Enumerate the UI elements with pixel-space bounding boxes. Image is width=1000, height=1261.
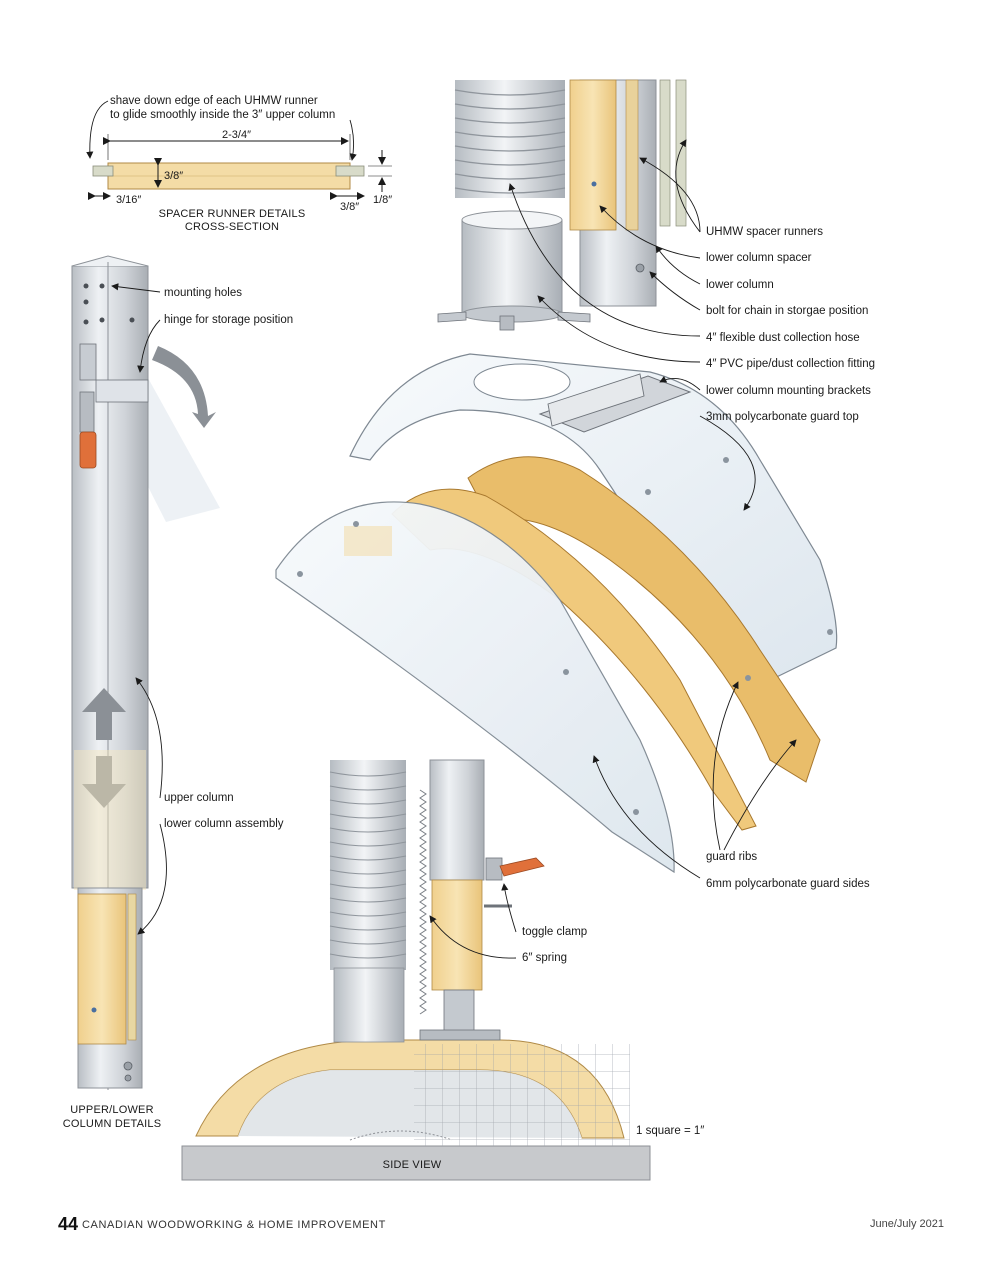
spacer-thickness-dimension: 1/8″ [373, 194, 392, 206]
side-hose [329, 760, 407, 1043]
label-upper-column: upper column [164, 792, 234, 804]
spacer-caption-line1: SPACER RUNNER DETAILS [159, 208, 306, 220]
issue-date: June/July 2021 [870, 1218, 944, 1230]
label-spring: 6″ spring [522, 952, 567, 964]
spacer-note-line1: shave down edge of each UHMW runner [110, 95, 318, 107]
scale-grid [414, 1044, 630, 1146]
spacer-lip-dimension: 3/8″ [340, 201, 359, 213]
uhmw-runner-right [335, 165, 365, 177]
spacer-height-dimension: 3/8″ [164, 170, 183, 182]
label-guard-sides: 6mm polycarbonate guard sides [706, 878, 870, 890]
spacer-edge-dimension: 3/16″ [116, 194, 141, 206]
spacer-width-dimension: 2-3/4″ [222, 129, 251, 141]
rotate-arrow-icon [152, 346, 216, 428]
spacer-runner-detail: shave down edge of each UHMW runner to g… [86, 95, 392, 233]
slide-down-arrow-icon [82, 756, 126, 808]
blade-guard: UHMW spacer runners lower column spacer … [275, 139, 875, 890]
slide-up-arrow-icon [82, 688, 126, 740]
table-surface [181, 1145, 651, 1181]
magazine-name: CANADIAN WOODWORKING & HOME IMPROVEMENT [82, 1219, 386, 1231]
clamp-handle-icon [79, 431, 97, 469]
spacer-note-line2: to glide smoothly inside the 3″ upper co… [110, 109, 335, 121]
label-lower-column: lower column [706, 279, 774, 291]
label-hinge: hinge for storage position [164, 314, 293, 326]
label-flexible-hose: 4″ flexible dust collection hose [706, 332, 860, 344]
spacer-caption-line2: CROSS-SECTION [185, 221, 279, 233]
label-lower-column-assembly: lower column assembly [164, 818, 284, 830]
column-caption-line1: UPPER/LOWER [70, 1104, 154, 1116]
toggle-clamp-handle-icon [499, 857, 545, 877]
guard-side-panel [275, 501, 675, 874]
pvc-pipe-fitting [437, 210, 591, 331]
label-lower-column-spacer: lower column spacer [706, 252, 812, 264]
label-guard-top: 3mm polycarbonate guard top [706, 411, 859, 423]
label-pvc-pipe: 4″ PVC pipe/dust collection fitting [706, 358, 875, 370]
label-guard-ribs: guard ribs [706, 851, 757, 863]
column-caption-line2: COLUMN DETAILS [63, 1118, 162, 1130]
page-footer: 44 CANADIAN WOODWORKING & HOME IMPROVEME… [0, 1210, 1000, 1240]
lower-column-top [569, 79, 687, 307]
flexible-dust-hose [454, 80, 566, 198]
label-uhmw-spacer-runners: UHMW spacer runners [706, 226, 823, 238]
lower-column-spacer [77, 893, 127, 1045]
label-bolt-for-chain: bolt for chain in storgae position [706, 305, 868, 317]
side-view: toggle clamp 6″ spring 1 square = 1″ SID… [181, 759, 704, 1181]
uhmw-runner-left [92, 165, 114, 177]
label-mounting-holes: mounting holes [164, 287, 242, 299]
spring-icon [419, 789, 427, 1015]
label-mounting-brackets: lower column mounting brackets [706, 385, 871, 397]
label-toggle-clamp: toggle clamp [522, 926, 587, 938]
label-scale-note: 1 square = 1″ [636, 1125, 704, 1137]
exploded-top-assembly [437, 79, 687, 331]
page-number: 44 [58, 1214, 79, 1234]
column-detail: mounting holes hinge for storage positio… [63, 255, 293, 1130]
guard-rib-back [467, 456, 821, 783]
side-view-caption: SIDE VIEW [383, 1159, 442, 1171]
